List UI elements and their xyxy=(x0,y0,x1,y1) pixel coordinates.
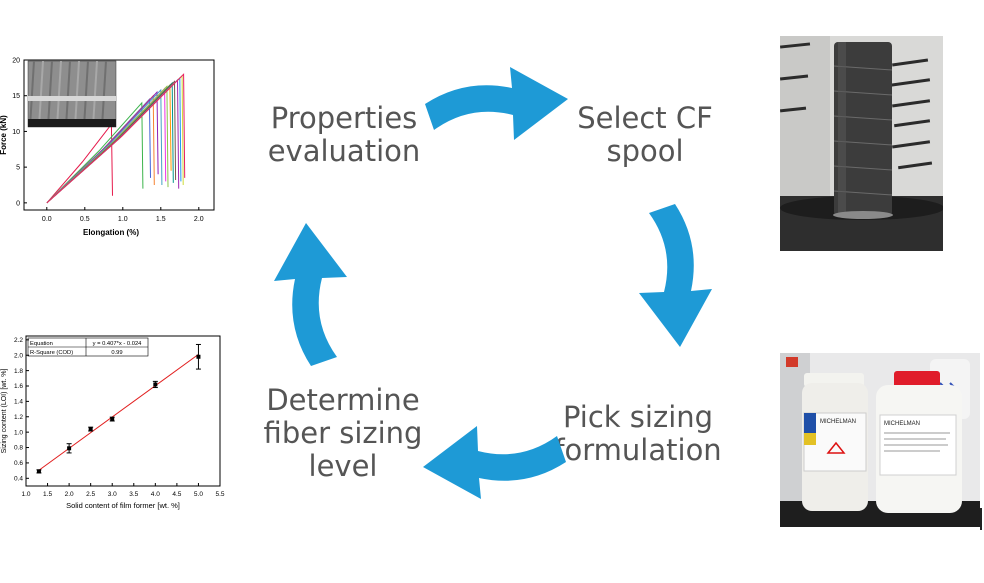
tensile-curve xyxy=(46,122,113,204)
bottles-drawing: MICHELMAN MICHELMAN xyxy=(780,353,980,527)
x-tick-label: 0.5 xyxy=(80,216,90,223)
y-tick-label: 2.2 xyxy=(14,337,23,344)
x-tick-label: 2.0 xyxy=(194,216,204,223)
curved-arrow-icon xyxy=(274,223,347,366)
y-tick-label: 20 xyxy=(12,58,20,65)
stats-table-value: y = 0.407*x - 0.024 xyxy=(93,341,143,347)
sem-fiber-streak xyxy=(92,60,98,128)
tensile-curve xyxy=(46,73,186,204)
sem-fiber-highlight xyxy=(28,96,116,101)
x-tick-label: 4.0 xyxy=(151,491,160,498)
curved-arrow-icon xyxy=(639,204,712,347)
x-tick-label: 1.0 xyxy=(21,491,30,498)
data-point xyxy=(88,427,93,432)
sem-fiber-streak xyxy=(65,60,71,128)
y-tick-label: 0.4 xyxy=(14,476,23,483)
step-line: Pick sizing xyxy=(562,400,714,434)
step-line: fiber sizing xyxy=(263,416,423,450)
step-line: Properties xyxy=(270,101,418,135)
data-point xyxy=(153,382,158,387)
sem-fiber-streak xyxy=(83,60,89,128)
tensile-curve xyxy=(46,101,144,204)
sem-fiber-streak xyxy=(74,60,80,128)
sem-fiber-streak xyxy=(101,60,107,128)
x-axis-label: Solid content of film former [wt. %] xyxy=(66,501,180,510)
step-properties-evaluation: Properties evaluation xyxy=(264,102,424,168)
step-line: evaluation xyxy=(267,134,421,168)
x-tick-label: 3.0 xyxy=(108,491,117,498)
step-line: level xyxy=(308,449,378,483)
step-line: Select CF xyxy=(577,101,713,135)
fit-line xyxy=(38,353,199,471)
x-tick-label: 1.0 xyxy=(118,216,128,223)
data-point xyxy=(36,469,41,474)
stats-table-label: R-Square (COD) xyxy=(30,350,73,356)
y-tick-label: 1.8 xyxy=(14,368,23,375)
x-tick-label: 0.0 xyxy=(42,216,52,223)
step-determine-fiber-sizing-level: Determine fiber sizing level xyxy=(258,384,428,483)
curved-arrow-icon xyxy=(425,67,568,140)
step-line: Determine xyxy=(266,383,420,417)
edge-mark xyxy=(980,508,982,530)
x-tick-label: 3.5 xyxy=(129,491,138,498)
y-tick-label: 0.8 xyxy=(14,445,23,452)
y-tick-label: 1.4 xyxy=(14,399,23,406)
sem-scale-bar xyxy=(28,119,116,127)
data-point xyxy=(196,354,201,359)
y-tick-label: 1.2 xyxy=(14,414,23,421)
carbon-fiber-spool-photo xyxy=(780,36,943,251)
step-line: formulation xyxy=(554,433,722,467)
stats-table-label: Equation xyxy=(30,341,53,347)
sem-fiber-streak xyxy=(38,60,44,128)
data-point xyxy=(110,417,115,422)
stats-table-value: 0.99 xyxy=(111,350,122,356)
x-tick-label: 5.0 xyxy=(194,491,203,498)
x-tick-label: 4.5 xyxy=(172,491,181,498)
x-tick-label: 1.5 xyxy=(43,491,52,498)
curved-arrow-icon xyxy=(423,426,566,499)
step-pick-sizing-formulation: Pick sizing formulation xyxy=(548,401,728,467)
x-tick-label: 2.5 xyxy=(86,491,95,498)
sem-fiber-streak xyxy=(47,60,53,128)
spool-drawing xyxy=(780,36,943,251)
bottle-label-right: MICHELMAN xyxy=(884,421,920,427)
plot-frame xyxy=(25,335,221,487)
bottle-label-left: MICHELMAN xyxy=(820,419,856,425)
y-tick-label: 10 xyxy=(12,129,20,136)
y-tick-label: 0.6 xyxy=(14,460,23,467)
x-tick-label: 2.0 xyxy=(65,491,74,498)
y-tick-label: 0 xyxy=(16,200,20,207)
sem-fiber-streak xyxy=(29,60,35,128)
x-tick-label: 1.5 xyxy=(156,216,166,223)
y-axis-label: Force (kN) xyxy=(0,115,8,155)
y-axis-label: Sizing content (LOI) [wt. %] xyxy=(1,369,8,454)
y-tick-label: 15 xyxy=(12,93,20,100)
y-tick-label: 2.0 xyxy=(14,352,23,359)
x-tick-label: 5.5 xyxy=(215,491,224,498)
sizing-bottles-photo: MICHELMAN MICHELMAN xyxy=(780,353,980,527)
step-select-cf-spool: Select CF spool xyxy=(565,102,725,168)
y-tick-label: 5 xyxy=(16,165,20,172)
sem-fiber-streak xyxy=(56,60,62,128)
y-tick-label: 1.0 xyxy=(14,429,23,436)
data-point xyxy=(67,446,72,451)
step-line: spool xyxy=(606,134,684,168)
y-tick-label: 1.6 xyxy=(14,383,23,390)
x-axis-label: Elongation (%) xyxy=(83,228,139,237)
